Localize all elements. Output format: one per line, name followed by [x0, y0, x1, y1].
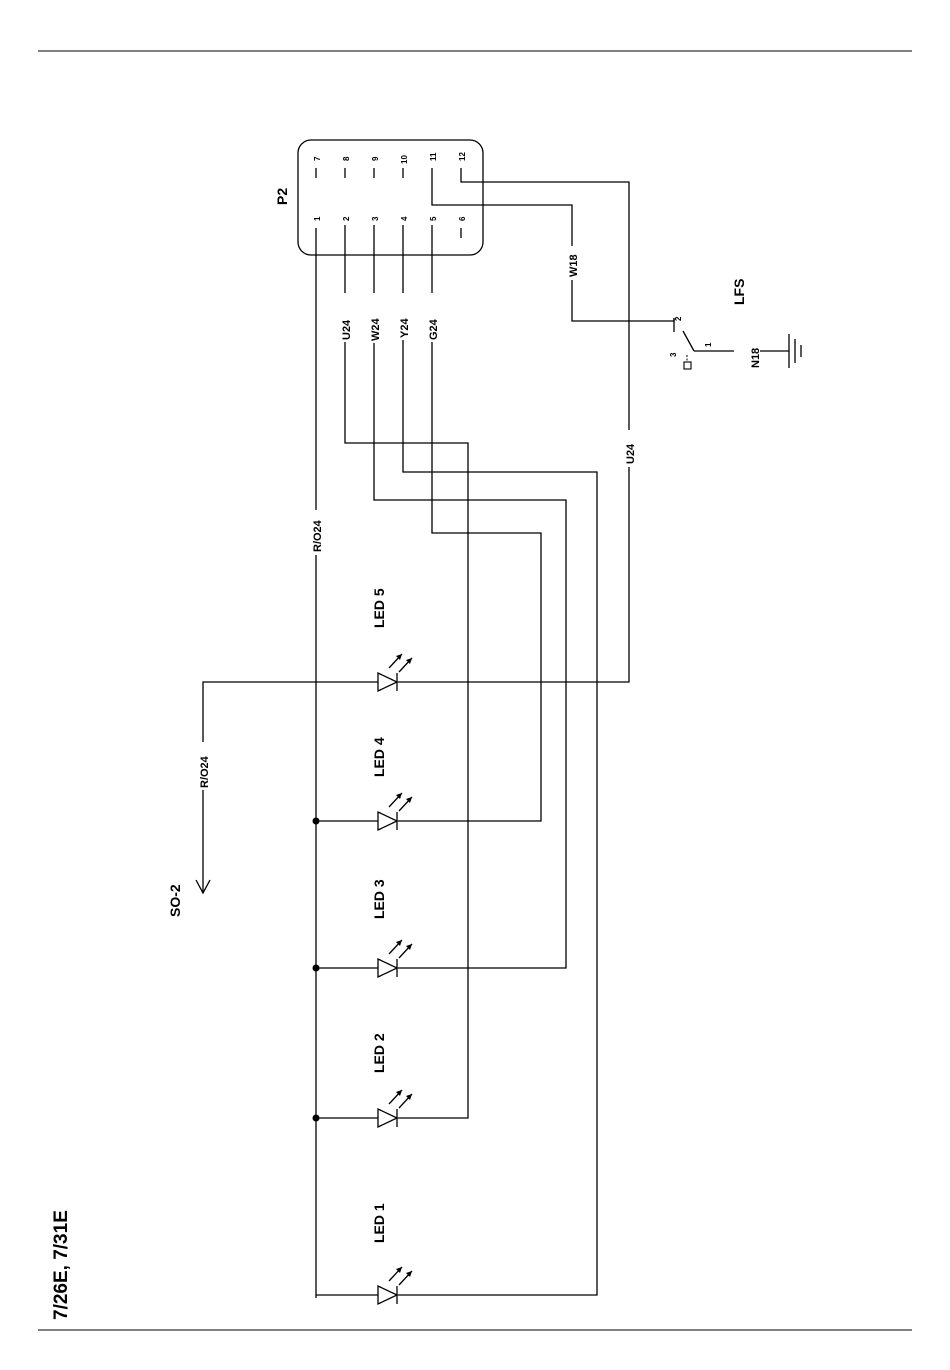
wire-n18-label: N18 [750, 348, 762, 368]
wire-w18-label: W18 [568, 254, 580, 277]
wire-r-o24-so2 [203, 682, 378, 893]
junction-dot [313, 1115, 320, 1122]
wire-u24-label: U24 [341, 319, 353, 340]
wire-w18 [432, 168, 674, 321]
connector-p2 [298, 140, 483, 255]
wire-u24-b-label: U24 [625, 443, 637, 464]
junction-dot [313, 818, 320, 825]
model-title: 7/26E, 7/31E [51, 1210, 72, 1320]
lfs-label: LFS [731, 279, 747, 305]
wire-g24-led4 [398, 225, 541, 821]
wire-u24-led2 [345, 225, 468, 1118]
pin-2: 2 [342, 216, 351, 221]
pin-stubs [316, 168, 461, 255]
pin-8: 8 [342, 156, 351, 161]
connector-p2-label: P2 [274, 188, 290, 205]
lfs-pin-1: 1 [704, 342, 713, 347]
wire-r-o24-so2-label: R/O24 [199, 755, 211, 788]
led-2-label: LED 2 [371, 1033, 387, 1073]
led-1-label: LED 1 [371, 1203, 387, 1243]
led-branches [316, 821, 378, 1295]
pin-3: 3 [371, 216, 380, 221]
pin-4: 4 [400, 216, 409, 221]
wire-r-o24-label: R/O24 [312, 519, 324, 552]
led-4-symbol [378, 793, 412, 830]
pin-6: 6 [458, 216, 467, 221]
wire-y24-led1 [398, 225, 597, 1295]
ground-icon [789, 334, 801, 368]
pin-12: 12 [458, 152, 467, 161]
pin-11: 11 [429, 152, 438, 161]
pin-9: 9 [371, 156, 380, 161]
led-5-label: LED 5 [371, 588, 387, 628]
lfs-pin-3: 3 [669, 352, 678, 357]
led-5-symbol [378, 654, 412, 691]
led-1-symbol [378, 1267, 412, 1304]
wire-g24-label: G24 [428, 318, 440, 340]
pin-5: 5 [429, 216, 438, 221]
pin-7: 7 [313, 156, 322, 161]
pin-1: 1 [313, 216, 322, 221]
junction-dot [313, 965, 320, 972]
led-3-symbol [378, 940, 412, 977]
led-3-label: LED 3 [371, 879, 387, 919]
wire-w24-label: W24 [370, 318, 382, 342]
wire-y24-label: Y24 [399, 318, 411, 338]
led-2-symbol [378, 1090, 412, 1127]
so2-label: SO-2 [167, 884, 183, 917]
pin-10: 10 [400, 155, 409, 164]
lfs-pin-2: 2 [674, 316, 683, 321]
led-4-label: LED 4 [371, 737, 387, 777]
